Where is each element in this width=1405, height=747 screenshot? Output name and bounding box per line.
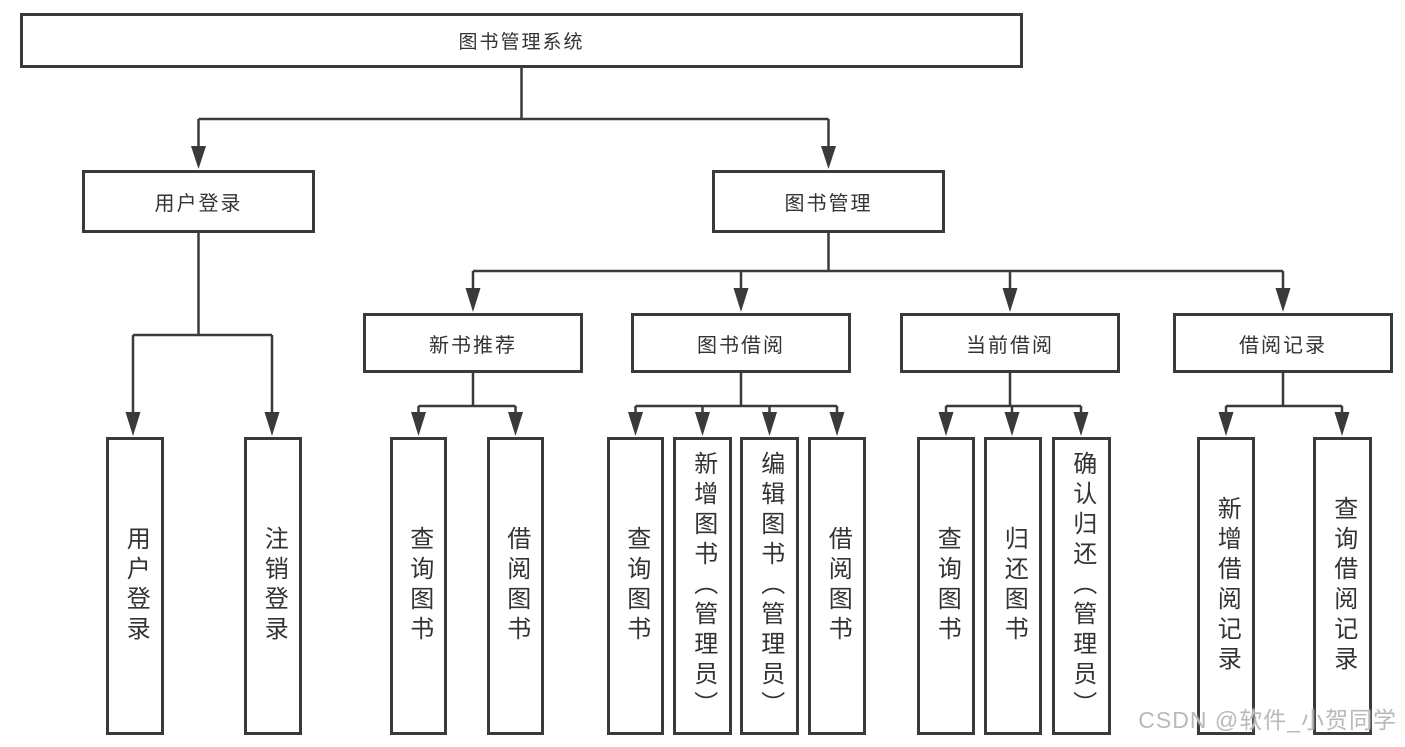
leaf-add-book-admin: 新增图书（管理员） bbox=[673, 437, 732, 735]
leaf-label: 查询图书 bbox=[622, 526, 650, 646]
leaf-add-borrow-record: 新增借阅记录 bbox=[1197, 437, 1255, 735]
leaf-label: 查询借阅记录 bbox=[1329, 496, 1357, 676]
arrow-icon bbox=[938, 412, 954, 436]
arrow-icon bbox=[829, 412, 845, 436]
node-root: 图书管理系统 bbox=[20, 13, 1023, 68]
leaf-query-books-recommend: 查询图书 bbox=[390, 437, 447, 735]
leaf-edit-book-admin: 编辑图书（管理员） bbox=[740, 437, 799, 735]
arrow-icon bbox=[628, 412, 643, 436]
connector-strokes bbox=[131, 68, 1344, 416]
leaf-confirm-return-admin: 确认归还（管理员） bbox=[1052, 437, 1111, 735]
node-current-borrow: 当前借阅 bbox=[900, 313, 1120, 373]
leaf-label: 确认归还（管理员） bbox=[1068, 451, 1096, 721]
leaf-label: 查询图书 bbox=[405, 526, 433, 646]
arrow-icon bbox=[1073, 412, 1089, 436]
arrow-icon bbox=[695, 412, 710, 436]
leaf-label: 新增借阅记录 bbox=[1213, 496, 1241, 676]
leaf-label: 新增图书（管理员） bbox=[689, 451, 717, 721]
arrow-icon bbox=[1002, 288, 1018, 312]
arrow-icon bbox=[411, 412, 426, 436]
leaf-user-login: 用户登录 bbox=[106, 437, 164, 735]
leaf-label: 查询图书 bbox=[933, 526, 961, 646]
node-label: 借阅记录 bbox=[1239, 334, 1327, 357]
node-book-management: 图书管理 bbox=[712, 170, 945, 233]
leaf-label: 借阅图书 bbox=[824, 526, 852, 646]
node-label: 图书借阅 bbox=[697, 334, 785, 357]
leaf-return-book: 归还图书 bbox=[984, 437, 1042, 735]
arrow-icon bbox=[264, 412, 280, 436]
leaf-query-books-borrow: 查询图书 bbox=[607, 437, 664, 735]
node-user-login: 用户登录 bbox=[82, 170, 315, 233]
arrow-icon bbox=[821, 146, 836, 169]
arrow-icon bbox=[1275, 288, 1291, 312]
node-label: 当前借阅 bbox=[966, 334, 1054, 357]
node-label: 新书推荐 bbox=[429, 334, 517, 357]
node-book-borrow: 图书借阅 bbox=[631, 313, 851, 373]
leaf-label: 归还图书 bbox=[1000, 526, 1028, 646]
arrow-icon bbox=[191, 146, 206, 169]
leaf-query-borrow-record: 查询借阅记录 bbox=[1313, 437, 1372, 735]
leaf-label: 注销登录 bbox=[260, 526, 288, 646]
node-borrow-records: 借阅记录 bbox=[1173, 313, 1393, 373]
arrow-icon bbox=[508, 412, 523, 436]
leaf-query-books-current: 查询图书 bbox=[917, 437, 975, 735]
leaf-borrow-books: 借阅图书 bbox=[808, 437, 866, 735]
leaf-logout: 注销登录 bbox=[244, 437, 302, 735]
arrow-icon bbox=[733, 288, 749, 312]
watermark: CSDN @软件_小贺同学 bbox=[1138, 707, 1397, 733]
leaf-label: 借阅图书 bbox=[502, 526, 530, 646]
arrow-icon bbox=[1004, 412, 1020, 436]
leaf-label: 编辑图书（管理员） bbox=[756, 451, 784, 721]
node-label: 图书管理系统 bbox=[458, 32, 585, 53]
node-label: 用户登录 bbox=[154, 193, 243, 215]
leaf-borrow-books-recommend: 借阅图书 bbox=[487, 437, 544, 735]
arrow-icon bbox=[762, 412, 777, 436]
node-new-book-recommend: 新书推荐 bbox=[363, 313, 583, 373]
node-label: 图书管理 bbox=[784, 193, 873, 215]
arrow-icon bbox=[1218, 412, 1234, 436]
leaf-label: 用户登录 bbox=[122, 526, 150, 646]
arrow-icon bbox=[125, 412, 141, 436]
arrowheads bbox=[125, 146, 1350, 436]
arrow-icon bbox=[1334, 412, 1350, 436]
arrow-icon bbox=[465, 288, 481, 312]
